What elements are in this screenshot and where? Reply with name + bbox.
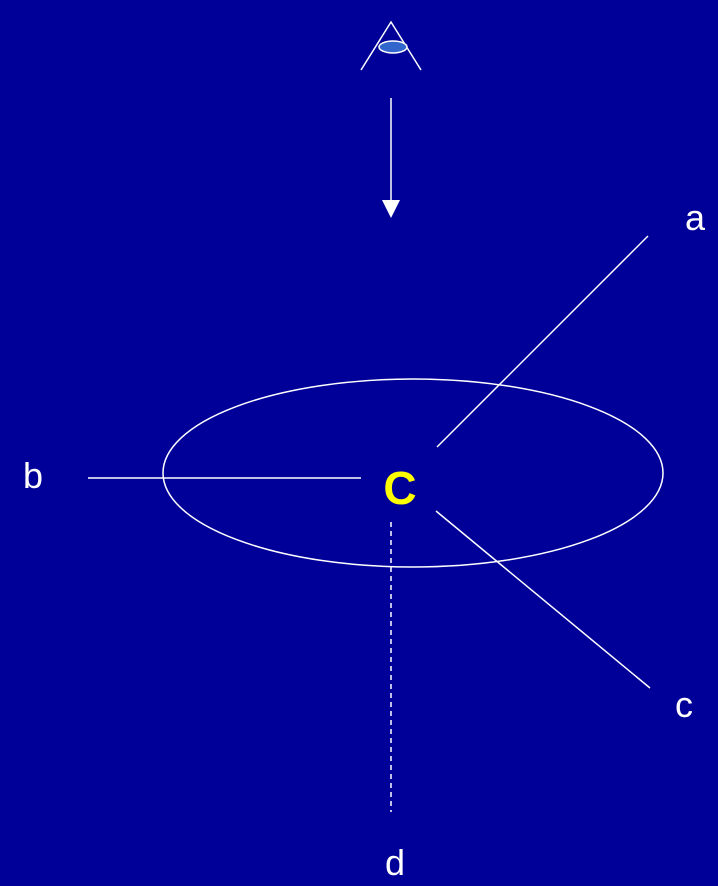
bond-c: [435, 510, 651, 689]
bond-a: [436, 235, 649, 448]
label-c: c: [675, 684, 693, 725]
carbon-label: C: [383, 462, 416, 514]
arrow-down-icon: [382, 98, 400, 218]
label-b: b: [23, 455, 43, 496]
reference-plane-ellipse: [162, 378, 664, 568]
label-d: d: [385, 842, 405, 883]
eye-icon: [360, 20, 422, 71]
label-a: a: [685, 197, 706, 238]
